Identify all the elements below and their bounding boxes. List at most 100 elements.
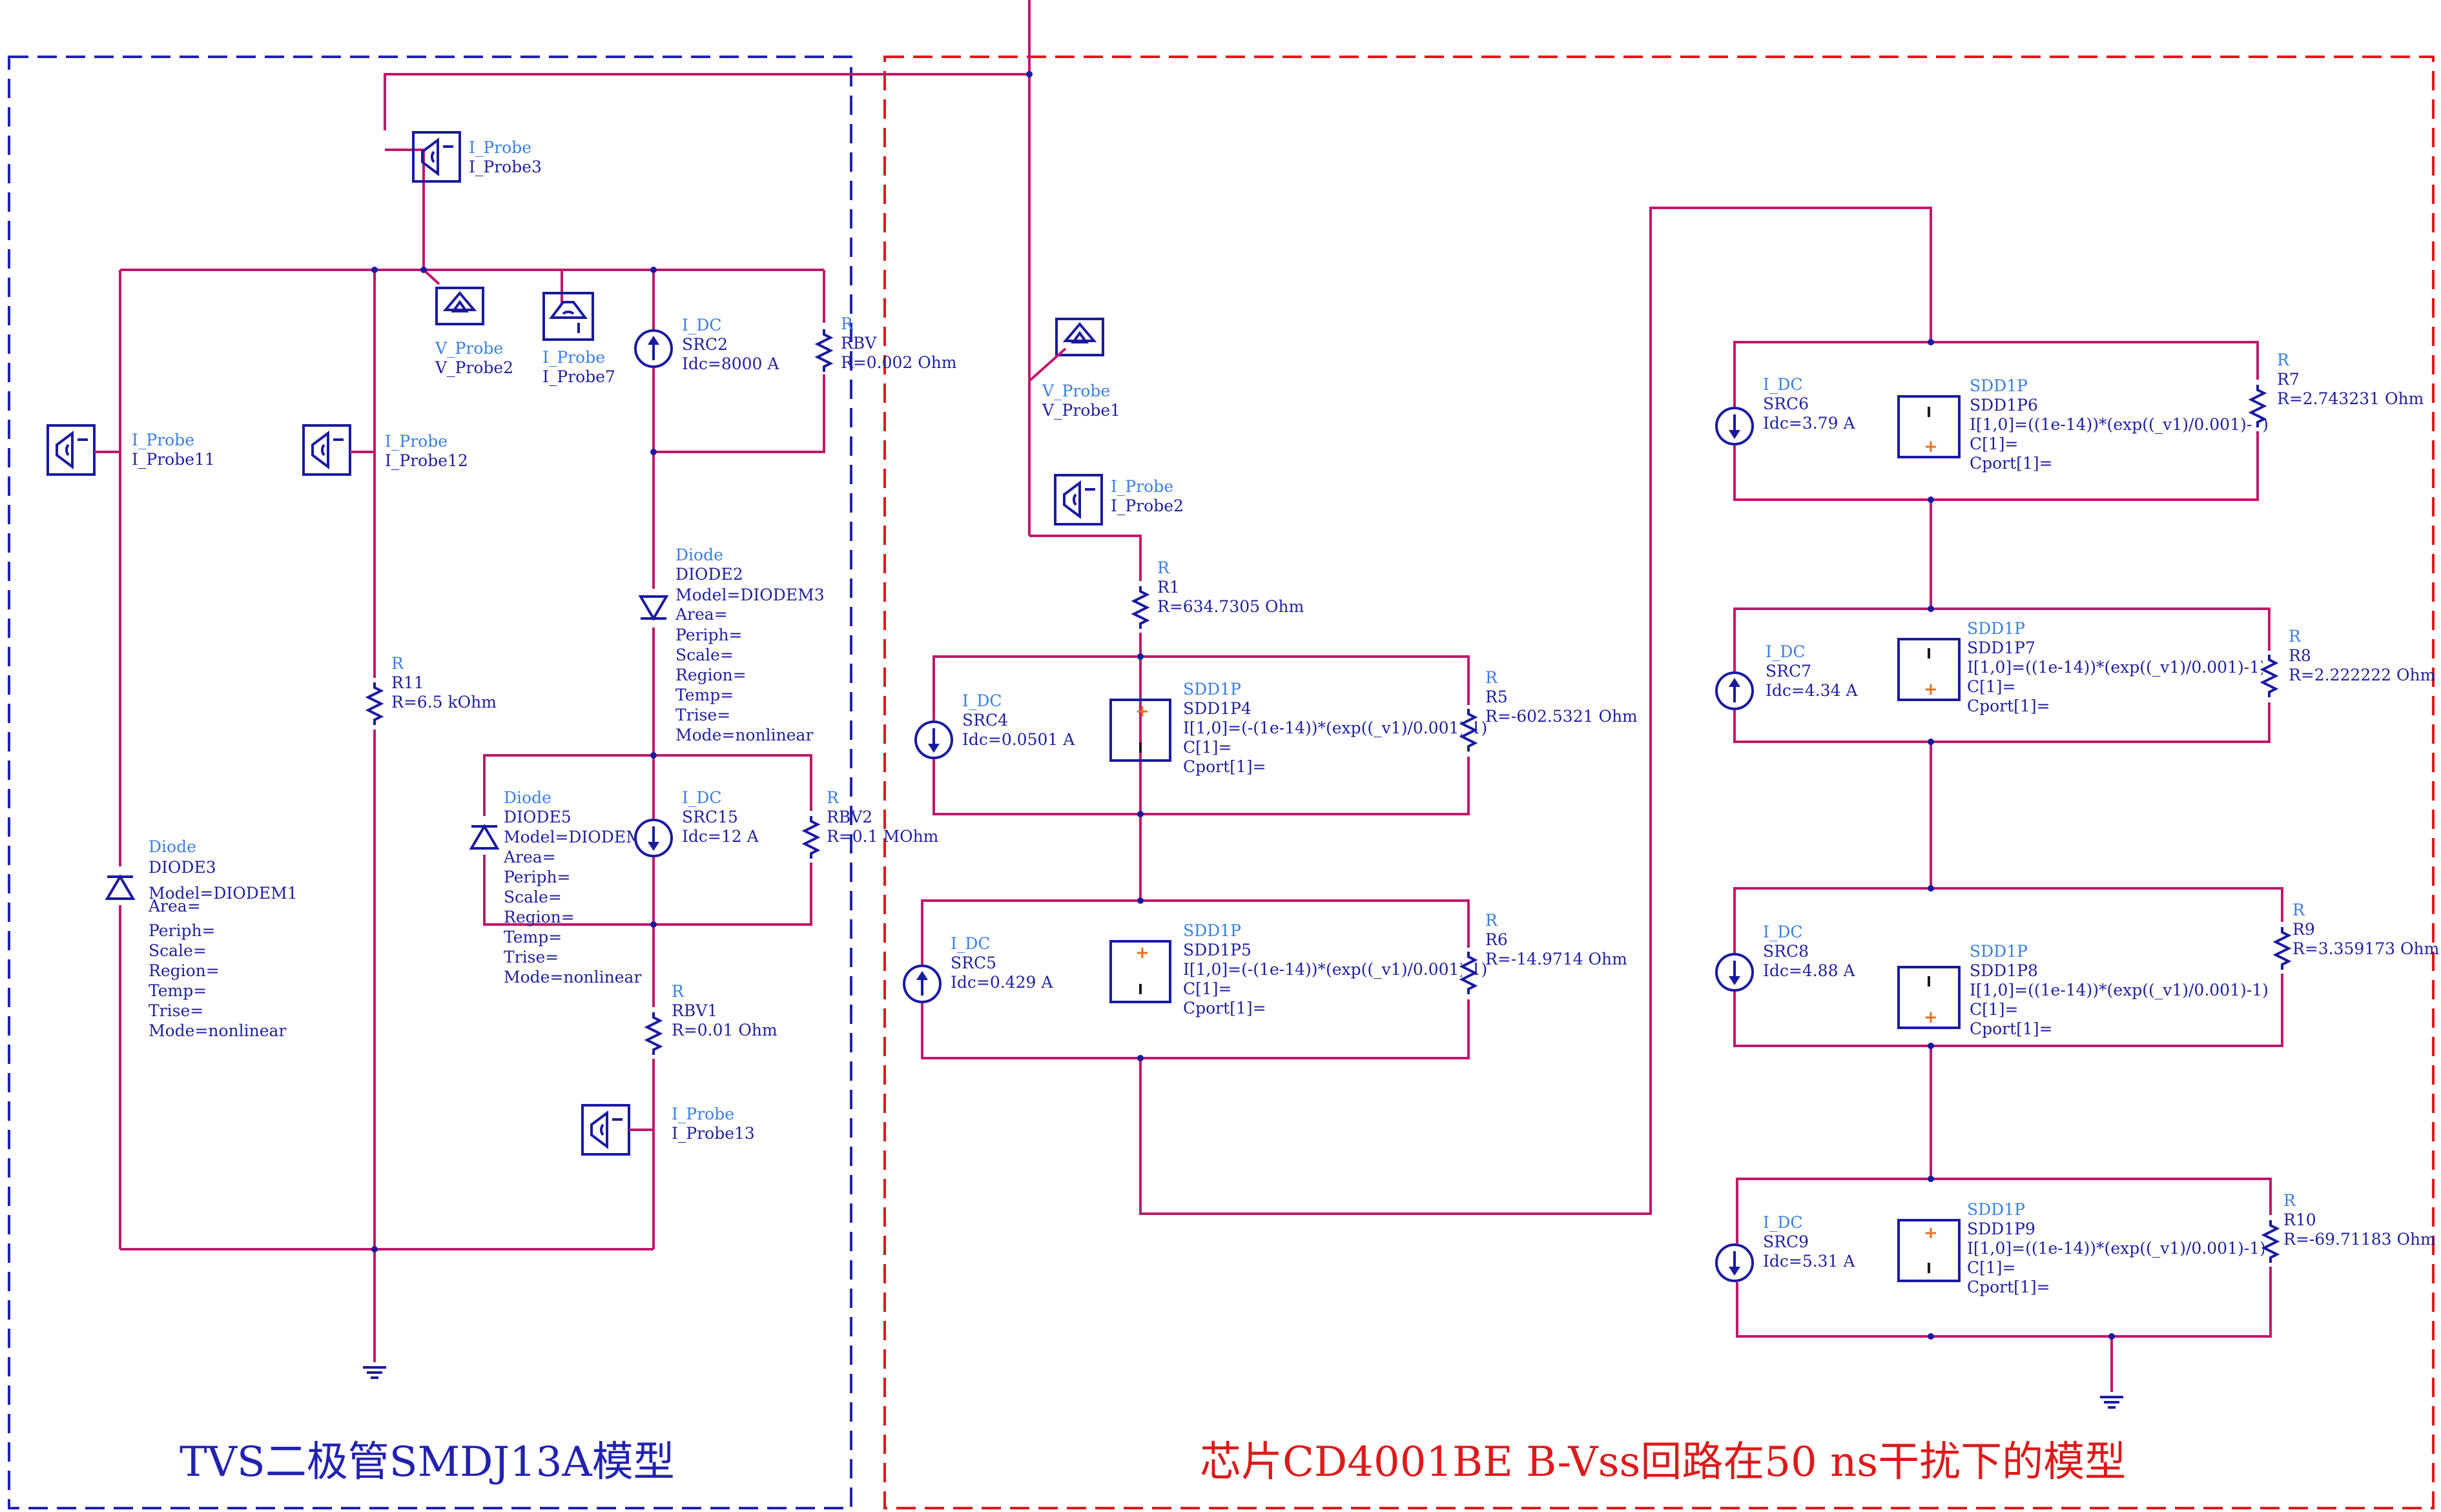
svg-text:Scale=: Scale= [504, 888, 562, 906]
svg-text:Area=: Area= [675, 605, 728, 624]
r1-name: R1 [1157, 578, 1180, 597]
sdd1p7-c: C[1]= [1967, 677, 2016, 696]
sdd1p6-plus-icon: + [1924, 437, 1938, 456]
svg-text:Mode=nonlinear: Mode=nonlinear [675, 726, 813, 744]
diode5-name: DIODE5 [504, 808, 572, 826]
i-probe3-icon [412, 131, 461, 183]
r10-type: R [2283, 1191, 2296, 1210]
svg-text:Model=DIODEM3: Model=DIODEM3 [675, 586, 825, 604]
src4-idc: Idc=0.0501 A [962, 730, 1075, 749]
rbv1-type: R [672, 982, 685, 1001]
r11-type: R [391, 654, 404, 673]
sdd1p7-cport: Cport[1]= [1967, 697, 2050, 715]
svg-text:Temp=: Temp= [675, 686, 734, 704]
svg-text:Model=DIODEM1: Model=DIODEM1 [149, 884, 298, 903]
src15-name: SRC15 [682, 808, 738, 826]
i-probe12-type: I_Probe [385, 432, 448, 451]
left-frame [8, 56, 852, 1509]
sdd1p5-c: C[1]= [1183, 979, 1232, 998]
sdd1p7-box [1897, 638, 1961, 701]
rbv1-name: RBV1 [672, 1001, 717, 1020]
rbv2-value: R=0.1 MOhm [827, 827, 939, 846]
sdd1p4-c: C[1]= [1183, 738, 1232, 757]
src5-type: I_DC [951, 934, 991, 953]
r1-type: R [1157, 558, 1170, 577]
r8-value: R=2.222222 Ohm [2289, 666, 2436, 684]
r9-type: R [2292, 901, 2305, 919]
v-probe1-type: V_Probe [1042, 382, 1110, 400]
i-probe13-icon [581, 1104, 630, 1156]
i-probe11-name: I_Probe11 [132, 450, 215, 469]
sdd1p4-plus-icon: + [1135, 702, 1149, 721]
src2-type: I_DC [682, 316, 722, 334]
src9-type: I_DC [1763, 1213, 1803, 1232]
r6-name: R6 [1485, 930, 1508, 949]
right-section-title: 芯片CD4001BE B-Vss回路在50 ns干扰下的模型 [1200, 1438, 2126, 1486]
svg-text:Temp=: Temp= [149, 981, 207, 1000]
src9-name: SRC9 [1763, 1232, 1809, 1251]
left-section-title: TVS二极管SMDJ13A模型 [180, 1438, 675, 1486]
r9-name: R9 [2292, 920, 2315, 939]
diode3-name: DIODE3 [149, 858, 216, 877]
right-ground-icon [2099, 1396, 2125, 1409]
src5-name: SRC5 [951, 954, 996, 972]
sdd1p8-box [1897, 966, 1961, 1029]
src5-idc: Idc=0.429 A [951, 973, 1053, 992]
svg-text:Mode=nonlinear: Mode=nonlinear [504, 968, 641, 986]
v-probe2-icon [435, 287, 484, 325]
i-probe13-type: I_Probe [672, 1105, 734, 1123]
sdd1p8-c: C[1]= [1970, 1000, 2019, 1019]
sdd1p6-c: C[1]= [1970, 434, 2019, 453]
svg-text:Area=: Area= [148, 897, 201, 915]
sdd1p8-name: SDD1P8 [1970, 961, 2038, 980]
diode3-type: Diode [149, 837, 196, 856]
src7-idc: Idc=4.34 A [1766, 681, 1858, 700]
sdd1p8-eq: I[1,0]=((1e-14))*(exp((_v1)/0.001)-1) [1970, 981, 2269, 999]
rbv-type: R [841, 314, 854, 333]
svg-text:Region=: Region= [675, 666, 747, 684]
sdd1p5-cport: Cport[1]= [1183, 999, 1266, 1017]
svg-text:Periph=: Periph= [675, 626, 743, 644]
sdd1p8-cport: Cport[1]= [1970, 1019, 2053, 1038]
src7-type: I_DC [1766, 642, 1806, 661]
src8-type: I_DC [1763, 923, 1803, 941]
sdd1p5-plus-icon: + [1135, 943, 1149, 963]
svg-text:Trise=: Trise= [675, 706, 730, 724]
left-ground-icon [362, 1366, 387, 1379]
i-probe2-icon [1054, 474, 1103, 526]
src7-name: SRC7 [1766, 662, 1811, 680]
svg-text:Scale=: Scale= [149, 941, 207, 960]
r8-name: R8 [2289, 646, 2311, 665]
r9-value: R=3.359173 Ohm [2292, 939, 2440, 958]
i-probe2-type: I_Probe [1111, 477, 1173, 496]
r8-type: R [2289, 627, 2302, 646]
diode2-params: Model=DIODEM3 Area= Periph= Scale= Regio… [675, 586, 825, 744]
r7-type: R [2277, 351, 2290, 369]
src2-idc: Idc=8000 A [682, 354, 779, 373]
i-probe3-type: I_Probe [469, 138, 531, 157]
r10-value: R=-69.71183 Ohm [2283, 1230, 2436, 1249]
sdd1p9-cport: Cport[1]= [1967, 1278, 2050, 1296]
sdd1p6-box [1897, 395, 1961, 458]
src6-name: SRC6 [1763, 394, 1809, 413]
r1-value: R=634.7305 Ohm [1157, 597, 1304, 616]
diode2-type: Diode [675, 546, 723, 564]
sdd1p7-type: SDD1P [1967, 619, 2025, 638]
svg-text:Temp=: Temp= [504, 928, 562, 946]
r5-name: R5 [1485, 688, 1508, 706]
sdd1p9-c: C[1]= [1967, 1258, 2016, 1277]
left-wires [119, 0, 1031, 1362]
r5-type: R [1485, 668, 1498, 687]
src2-name: SRC2 [682, 335, 728, 354]
svg-text:Trise=: Trise= [149, 1001, 203, 1020]
r10-name: R10 [2283, 1211, 2316, 1229]
sdd1p6-cport: Cport[1]= [1970, 454, 2053, 473]
svg-text:Region=: Region= [504, 908, 575, 926]
i-probe11-type: I_Probe [132, 431, 194, 449]
sdd1p5-name: SDD1P5 [1183, 941, 1251, 959]
diode3-params: Model=DIODEM1 Area= Periph= Scale= Regio… [148, 884, 298, 1040]
svg-text:Area=: Area= [503, 848, 556, 866]
sdd1p9-eq: I[1,0]=((1e-14))*(exp((_v1)/0.001)-1) [1967, 1239, 2266, 1258]
svg-text:Scale=: Scale= [675, 646, 734, 664]
